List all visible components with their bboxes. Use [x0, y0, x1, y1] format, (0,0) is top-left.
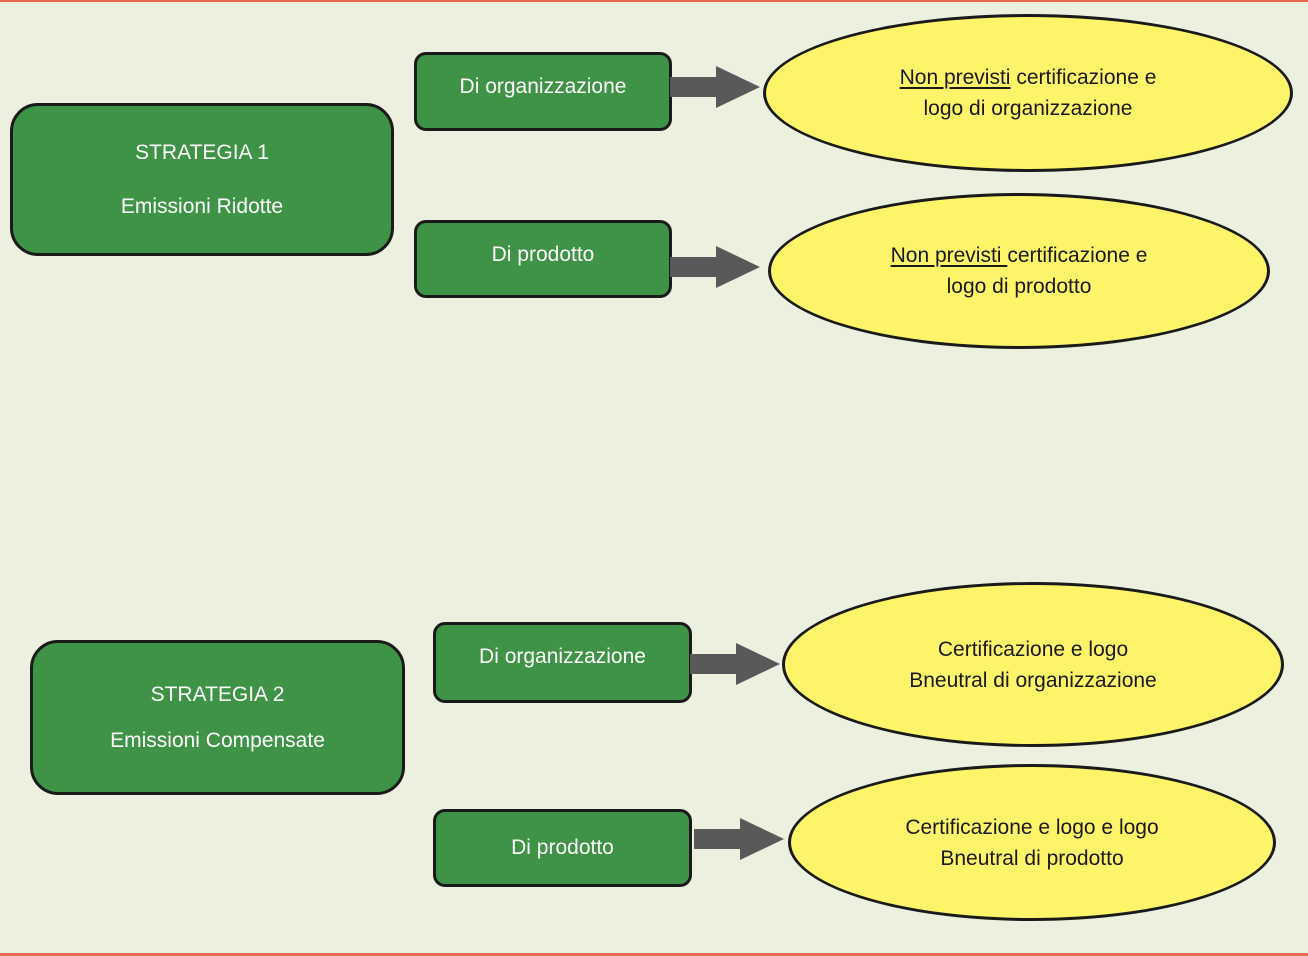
- strategy-2-product-arrow: [694, 818, 784, 860]
- strategy-2-organization-result-line1: Certificazione e logo: [937, 637, 1129, 661]
- strategy-1-subtitle: Emissioni Ridotte: [120, 194, 284, 218]
- strategy-1-box: STRATEGIA 1 Emissioni Ridotte: [10, 103, 394, 256]
- strategy-1-product-result-underlined: Non previsti: [890, 244, 1008, 267]
- strategy-2-box: STRATEGIA 2 Emissioni Compensate: [30, 640, 405, 795]
- strategy-1-product-arrow: [670, 246, 760, 288]
- strategy-1-organization-label: Di organizzazione: [459, 75, 627, 98]
- strategy-2-title: STRATEGIA 2: [150, 682, 285, 706]
- strategy-2-product-result-line1: Certificazione e logo e logo: [905, 815, 1159, 839]
- bottom-border-line: [0, 953, 1308, 956]
- strategy-2-organization-result: Certificazione e logo Bneutral di organi…: [782, 582, 1284, 747]
- strategy-1-product-box: Di prodotto: [414, 220, 672, 298]
- strategy-1-organization-result: Non previsti certificazione e logo di or…: [763, 14, 1293, 172]
- strategy-2-product-box: Di prodotto: [433, 809, 692, 887]
- strategy-1-product-result: Non previsti certificazione e logo di pr…: [768, 193, 1270, 349]
- strategy-2-organization-result-line2: Bneutral di organizzazione: [909, 668, 1157, 692]
- strategy-1-product-result-rest: certificazione e: [1007, 244, 1148, 267]
- strategy-1-product-label: Di prodotto: [491, 243, 595, 266]
- strategy-1-product-result-line2: logo di prodotto: [946, 275, 1092, 298]
- strategy-1-organization-result-underlined: Non previsti: [899, 66, 1011, 89]
- strategy-1-organization-box: Di organizzazione: [414, 52, 672, 131]
- strategy-2-organization-arrow: [690, 643, 780, 685]
- strategy-1-title: STRATEGIA 1: [135, 140, 269, 164]
- strategy-1-organization-arrow: [670, 66, 760, 108]
- strategy-1-organization-result-line2: logo di organizzazione: [923, 97, 1133, 120]
- strategy-2-organization-box: Di organizzazione: [433, 622, 692, 703]
- top-border-line: [0, 0, 1308, 2]
- strategy-1-organization-result-rest: certificazione e: [1010, 66, 1157, 89]
- strategy-2-organization-label: Di organizzazione: [479, 645, 646, 668]
- strategy-2-subtitle: Emissioni Compensate: [110, 728, 325, 752]
- strategy-2-product-result: Certificazione e logo e logo Bneutral di…: [788, 764, 1276, 921]
- strategy-2-product-label: Di prodotto: [511, 836, 614, 859]
- strategy-2-product-result-line2: Bneutral di prodotto: [940, 846, 1124, 870]
